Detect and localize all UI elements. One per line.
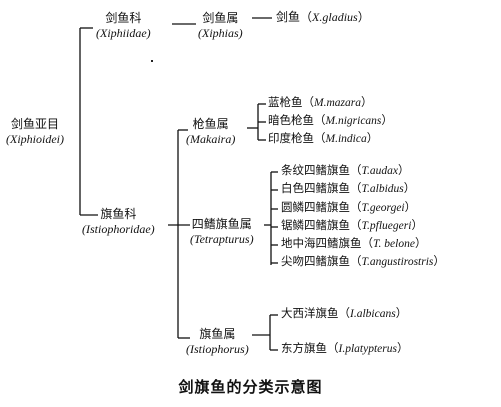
node-family-xiphiidae: 剑鱼科 (Xiphiidae) — [96, 12, 151, 39]
node-species-mazara: 蓝枪鱼（M.mazara） — [268, 95, 373, 109]
node-species-georgei: 圆鳞四鳍旗鱼（T.georgei） — [281, 200, 417, 214]
node-species-pfluegeri: 锯鳞四鳍旗鱼（T.pfluegeri） — [281, 218, 423, 232]
node-species-platypterus: 东方旗鱼（I.platypterus） — [281, 341, 409, 355]
genus-sci: (Tetrapturus) — [190, 232, 254, 246]
family-cn: 剑鱼科 — [105, 11, 142, 25]
node-genus-xiphias: 剑鱼属 (Xiphias) — [198, 12, 243, 39]
node-species-gladius: 剑鱼（X.gladius） — [276, 10, 370, 24]
family-cn: 旗鱼科 — [100, 207, 137, 221]
node-species-albidus: 白色四鳍旗鱼（T.albidus） — [281, 181, 416, 195]
family-sci: (Istiophoridae) — [82, 222, 155, 236]
genus-sci: (Makaira) — [186, 132, 236, 146]
node-species-indica: 印度枪鱼（M.indica） — [268, 131, 379, 145]
node-species-angustirostris: 尖吻四鳍旗鱼（T.angustirostris） — [281, 254, 445, 268]
genus-sci: (Istiophorus) — [186, 342, 249, 356]
genus-sci: (Xiphias) — [198, 26, 243, 40]
node-suborder: 剑鱼亚目 (Xiphioidei) — [6, 118, 64, 145]
diagram-caption: 剑旗鱼的分类示意图 — [178, 378, 323, 396]
genus-cn: 四鳍旗鱼属 — [191, 217, 252, 231]
genus-cn: 旗鱼属 — [199, 327, 236, 341]
family-sci: (Xiphiidae) — [96, 26, 151, 40]
node-genus-makaira: 枪鱼属 (Makaira) — [186, 118, 235, 145]
suborder-sci: (Xiphioidei) — [6, 132, 64, 146]
genus-cn: 剑鱼属 — [202, 11, 239, 25]
genus-cn: 枪鱼属 — [192, 117, 229, 131]
node-family-istiophoridae: 旗鱼科 (Istiophoridae) — [82, 208, 155, 235]
node-species-belone: 地中海四鳍旗鱼（T. belone） — [281, 236, 427, 250]
node-genus-istiophorus: 旗鱼属 (Istiophorus) — [186, 328, 249, 355]
node-genus-tetrapturus: 四鳍旗鱼属 (Tetrapturus) — [190, 218, 254, 245]
node-species-audax: 条纹四鳍旗鱼（T.audax） — [281, 163, 410, 177]
node-species-nigricans: 暗色枪鱼（M.nigricans） — [268, 113, 393, 127]
suborder-cn: 剑鱼亚目 — [10, 117, 59, 131]
stray-dot — [151, 60, 153, 62]
node-species-albicans: 大西洋旗鱼（I.albicans） — [281, 306, 408, 320]
